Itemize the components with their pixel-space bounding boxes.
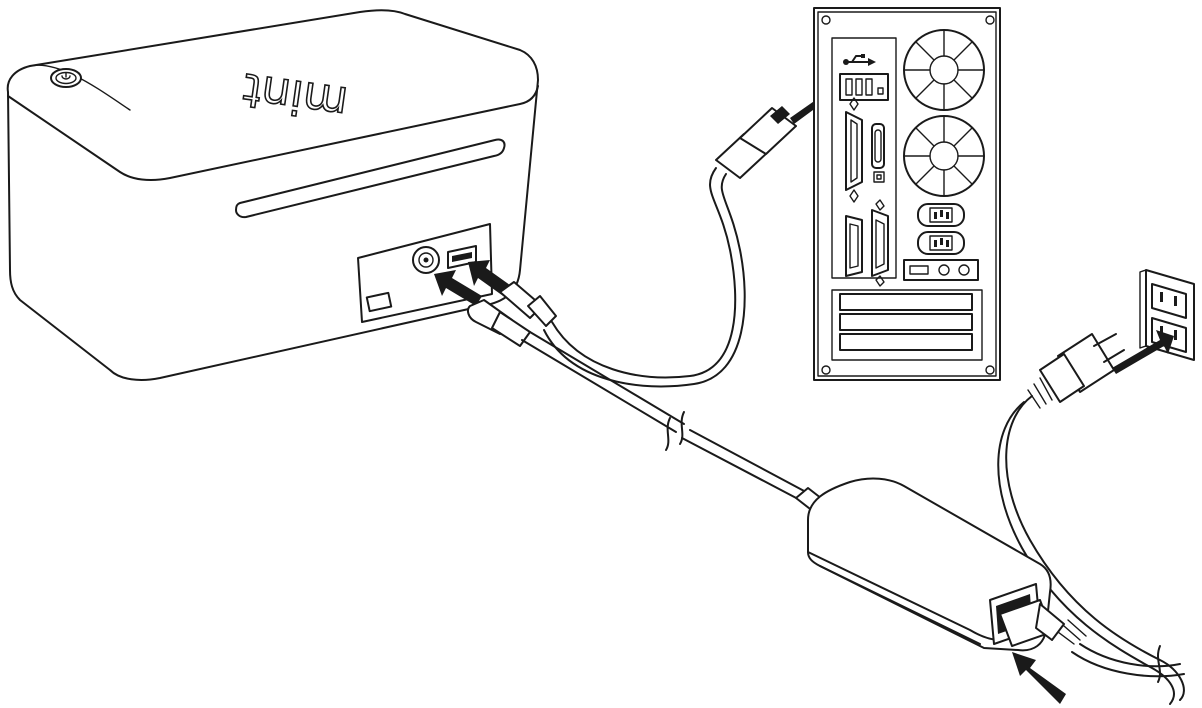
power-plug [1027,333,1125,409]
paper-slot [235,138,506,219]
fan-top [903,29,985,111]
power-button [50,68,82,88]
computer-rear-panel [813,7,1001,381]
port-label [365,291,393,313]
io-shield [831,37,897,279]
ac-cord [1005,395,1185,701]
power-adapter [807,477,1052,652]
fan-bottom [903,115,985,197]
iec-cable [999,599,1185,678]
power-socket-2 [917,231,965,255]
insert-arrows-printer [434,260,514,306]
dc-power-cable [467,299,827,513]
printer: mint [6,9,539,381]
arrow-to-usb-port [468,260,514,298]
lid-seam [7,85,539,181]
power-socket-1 [917,203,965,227]
arrow-to-outlet [1112,330,1174,374]
voltage-panel [903,259,979,281]
usb-cable [499,106,797,388]
usb-symbol-icon [843,54,876,66]
parallel-port [845,111,863,191]
expansion-slots [831,289,983,361]
arrow-to-dc-jack [434,270,482,306]
cable-break [665,417,671,451]
computer-usb-ports [839,73,889,101]
arrow-to-adapter [1012,652,1066,704]
